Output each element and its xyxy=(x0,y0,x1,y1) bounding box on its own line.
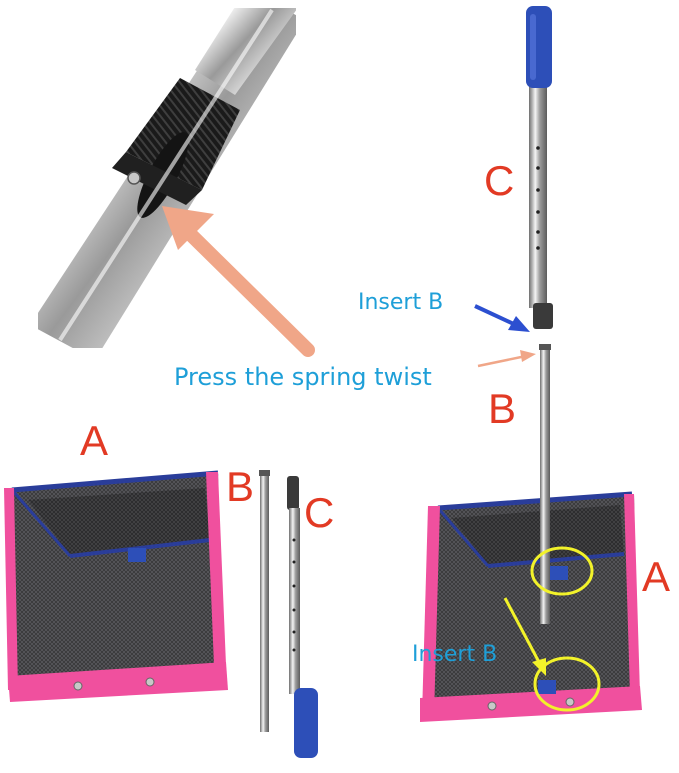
pole-c-mid xyxy=(287,476,318,758)
press-pointer-icon xyxy=(477,350,536,368)
label-c-top: C xyxy=(484,157,515,204)
pole-c-top xyxy=(526,6,553,329)
label-insert-b-bottom: Insert B xyxy=(412,642,498,667)
press-arrow-icon xyxy=(162,206,315,357)
end-cap-icon xyxy=(533,303,553,329)
label-insert-b-top: Insert B xyxy=(358,290,444,315)
label-b-mid: B xyxy=(226,463,255,510)
grip-icon xyxy=(526,6,552,88)
label-b-top: B xyxy=(488,385,517,432)
label-a-left: A xyxy=(80,417,109,464)
pole-b-mid xyxy=(259,470,270,732)
net-a-left xyxy=(4,470,228,702)
net-a-right xyxy=(420,491,642,722)
label-c-mid: C xyxy=(304,489,335,536)
label-a-right: A xyxy=(642,553,671,600)
grip-icon xyxy=(294,688,318,758)
frame-base-icon xyxy=(420,686,642,722)
screw-icon xyxy=(127,171,141,185)
closeup-photo xyxy=(38,8,315,357)
frame-base-icon xyxy=(8,662,228,702)
label-press-spring-twist: Press the spring twist xyxy=(174,363,432,391)
insert-arrow-icon xyxy=(474,304,530,332)
highlight-circle-icon xyxy=(530,546,594,596)
yellow-arrow-icon xyxy=(532,658,546,676)
highlight-circle-icon xyxy=(533,656,601,712)
pole-b-top xyxy=(539,344,551,624)
insert-callouts xyxy=(503,546,601,712)
